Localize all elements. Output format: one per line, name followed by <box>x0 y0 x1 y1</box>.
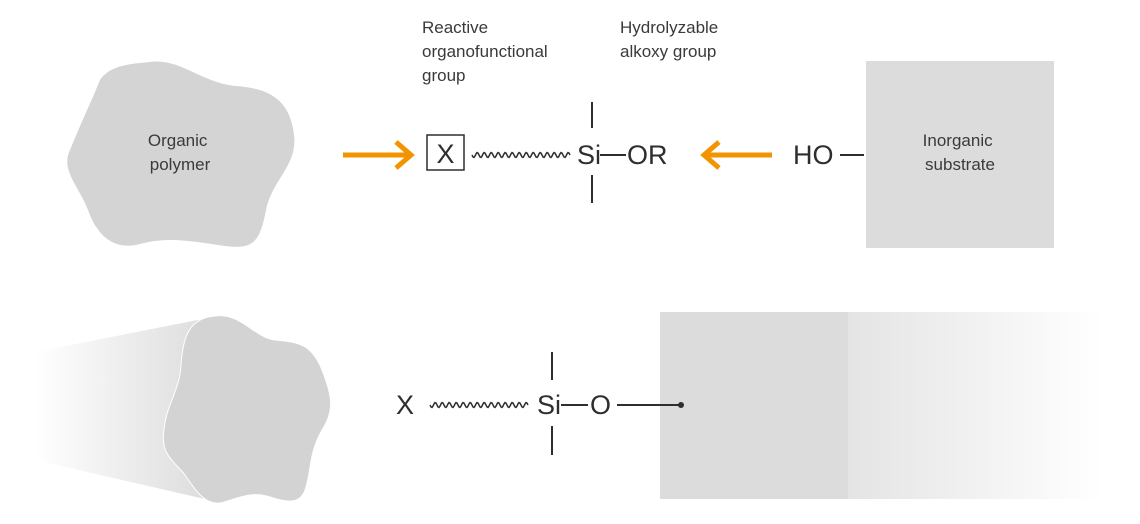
ho-group: HO <box>793 140 834 170</box>
x-group-box <box>426 134 465 171</box>
reactive-group-label: Reactive organofunctional group <box>422 18 552 85</box>
silicon-atom: Si <box>577 140 601 170</box>
bottom-x-group: X <box>396 390 414 420</box>
inorganic-substrate-shape <box>866 61 1054 248</box>
right-arrow-icon <box>343 140 415 170</box>
spacer-chain <box>471 151 571 159</box>
inorganic-substrate-label: Inorganic substrate <box>923 131 998 174</box>
left-arrow-icon <box>700 140 772 170</box>
bottom-oxygen-atom: O <box>590 390 611 420</box>
organic-polymer-label: Organic polymer <box>148 131 212 174</box>
x-group: X <box>436 139 454 169</box>
organic-polymer-shape <box>67 61 295 247</box>
bond-endpoint <box>678 402 684 408</box>
alkoxy-group-label: Hydrolyzable alkoxy group <box>620 18 723 61</box>
bottom-spacer-chain <box>429 401 529 409</box>
bonded-polymer-shape <box>162 315 332 504</box>
or-group: OR <box>627 140 668 170</box>
bottom-silicon-atom: Si <box>537 390 561 420</box>
substrate-block <box>660 312 848 499</box>
substrate-fade <box>848 312 1103 499</box>
